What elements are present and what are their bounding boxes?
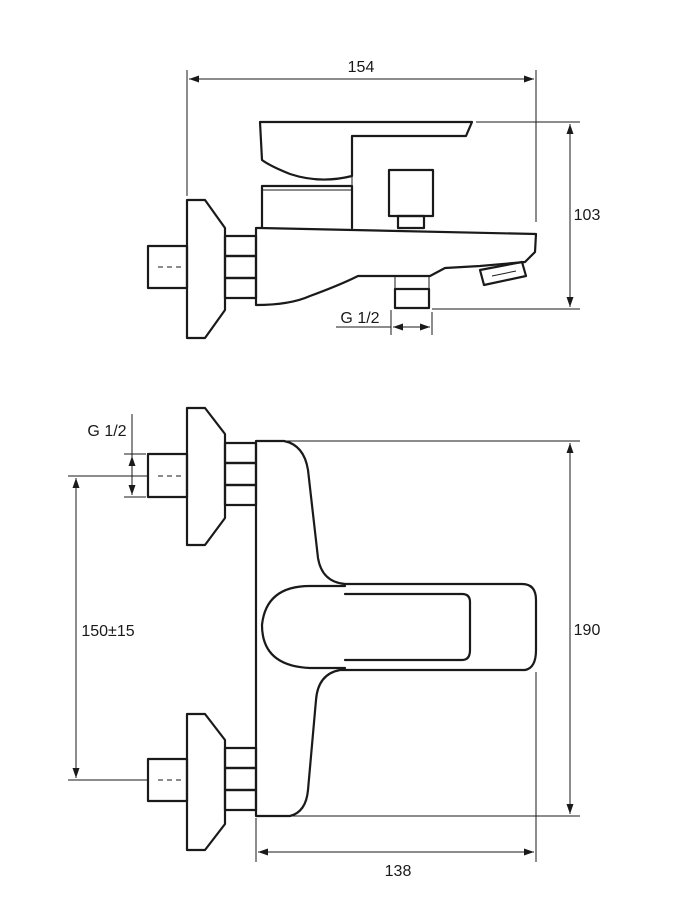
front-lever-disc bbox=[260, 584, 347, 670]
side-diverter-knob bbox=[387, 168, 435, 218]
front-lower-flange bbox=[185, 712, 227, 852]
front-view: G 1/2 150±15 190 138 bbox=[68, 406, 601, 880]
side-view: 154 103 G 1/2 bbox=[146, 59, 601, 340]
side-nut-upper bbox=[223, 234, 258, 258]
dim-thread-side-label: G 1/2 bbox=[340, 310, 379, 327]
front-faucet-body bbox=[254, 439, 538, 818]
dim-103-label: 103 bbox=[574, 207, 601, 224]
side-bottom-outlet bbox=[393, 287, 431, 310]
side-aerator bbox=[478, 260, 528, 287]
dim-150-label: 150±15 bbox=[81, 623, 134, 640]
front-upper-flange bbox=[185, 406, 227, 547]
side-cartridge bbox=[260, 184, 354, 230]
side-wall-flange bbox=[185, 198, 227, 340]
side-nut-middle bbox=[223, 254, 258, 280]
side-faucet-body bbox=[254, 226, 538, 307]
side-nut-lower bbox=[223, 276, 258, 300]
front-spout-slot bbox=[343, 592, 472, 662]
dim-138-label: 138 bbox=[385, 863, 412, 880]
side-inlet-pipe bbox=[146, 244, 189, 290]
dim-thread-front-label: G 1/2 bbox=[87, 423, 126, 440]
side-lever-handle bbox=[258, 120, 474, 181]
dim-190-label: 190 bbox=[574, 622, 601, 639]
dim-154-label: 154 bbox=[348, 59, 375, 76]
